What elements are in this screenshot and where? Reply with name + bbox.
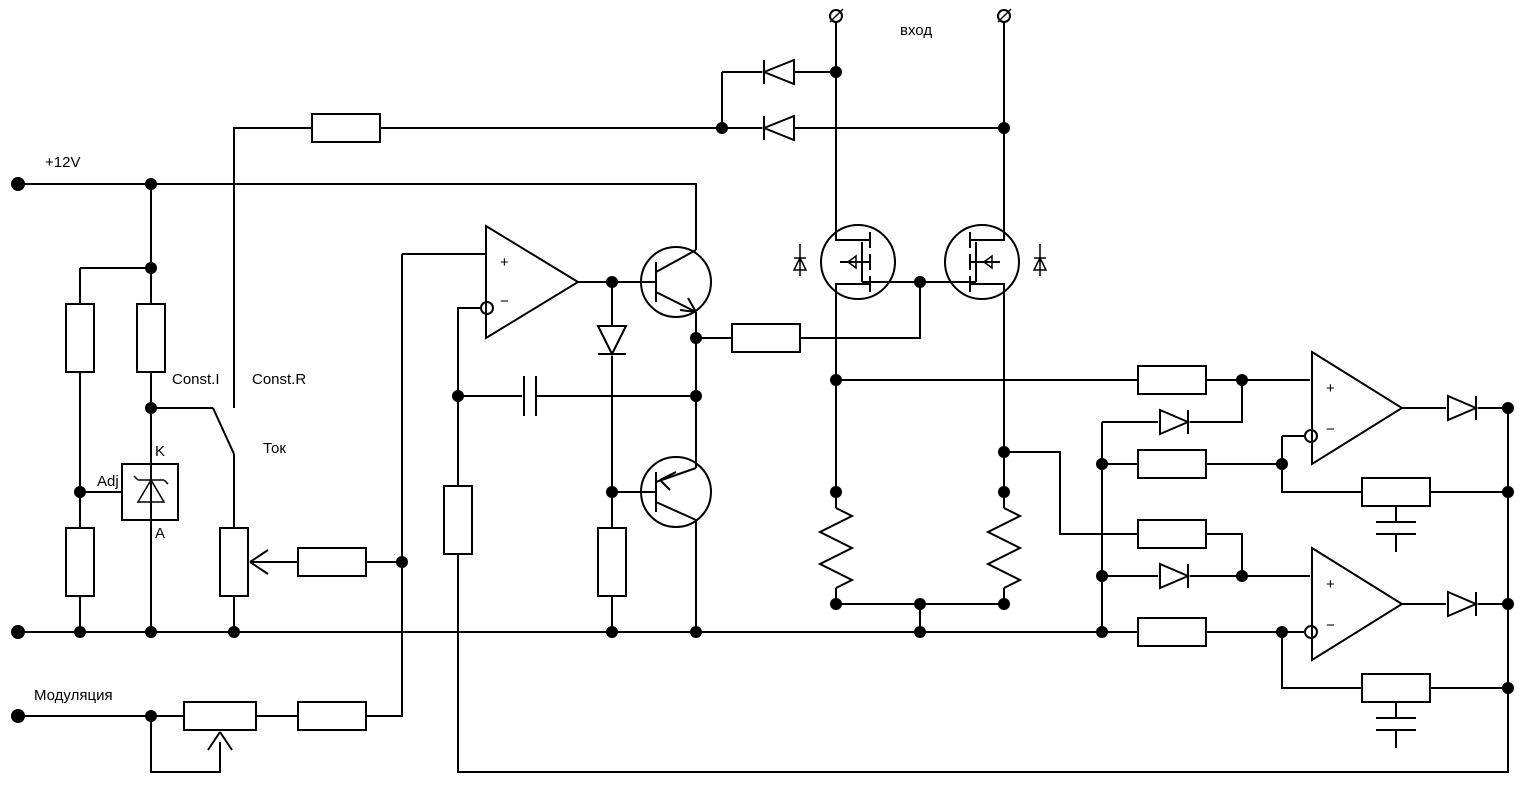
text-labels: +12V вход Const.I Const.R Ток Модуляция … [34,22,1335,704]
diode-cmp2-out [1447,590,1479,618]
diode-input-top [761,58,795,86]
resistor-cmp2-plus [1137,519,1207,549]
transistor-npn [640,246,712,318]
resistor-pulldown [597,527,627,597]
cmp1-plus-label: + [1326,380,1335,397]
transistor-pnp [640,456,712,528]
diode-cmp2-in [1159,562,1191,590]
capacitor-cmp2 [1376,702,1416,748]
resistor-r2 [136,303,166,373]
resistor-r3 [65,527,95,597]
input-terminal-right [997,8,1012,23]
junctions [74,66,1514,722]
reference-k-label: K [155,443,165,460]
cmp1-minus-label: − [1326,421,1335,438]
resistor-cmp1-minus [1137,449,1207,479]
opamp-comparator-1 [1304,350,1404,466]
opamp-driver [480,224,580,340]
diode-input-bottom [761,114,795,142]
resistor-current-set [297,547,367,577]
opamp-comparator-2 [1304,546,1404,662]
resistor-cmp2-minus [1137,617,1207,647]
capacitor-cmp1 [1376,506,1416,552]
mosfet-right [944,224,1048,300]
ground-terminal [11,625,25,639]
current-label: Ток [263,440,286,457]
reference-adj-label: Adj [97,473,119,490]
diode-cmp1-out [1447,394,1479,422]
resistor-opamp-input [443,485,473,555]
resistor-gate [731,323,801,353]
voltage-reference [121,463,179,521]
wires [18,22,1509,773]
resistor-cmp1-plus [1137,365,1207,395]
cmp2-minus-label: − [1326,617,1335,634]
diode-driver [596,325,628,357]
capacitors [523,376,1416,748]
terminals [11,8,1012,723]
const-i-label: Const.I [172,371,220,388]
supply-label: +12V [45,154,80,171]
shunt-resistor-left [817,507,855,589]
mosfet-left [792,224,896,300]
diodes [596,58,1479,618]
opamp-plus-label: + [500,254,509,271]
capacitor-integrator [523,376,537,416]
const-r-label: Const.R [252,371,306,388]
diode-cmp1-in [1159,408,1191,436]
modulation-terminal [11,709,25,723]
input-label: вход [900,22,932,39]
shunt-resistor-right [985,507,1023,589]
resistor-cmp2-feedback [1361,673,1431,703]
potentiometer-modulation [183,701,257,751]
modulation-label: Модуляция [34,687,113,704]
resistor-modulation [297,701,367,731]
opamp-minus-label: − [500,293,509,310]
resistor-cmp1-feedback [1361,477,1431,507]
resistor-feedback [311,113,381,143]
input-terminal-left [829,8,844,23]
shunt-resistors [817,507,1023,589]
supply-terminal [11,177,25,191]
potentiometer-current [219,527,269,597]
reference-a-label: A [155,525,165,542]
cmp2-plus-label: + [1326,576,1335,593]
resistor-r1 [65,303,95,373]
